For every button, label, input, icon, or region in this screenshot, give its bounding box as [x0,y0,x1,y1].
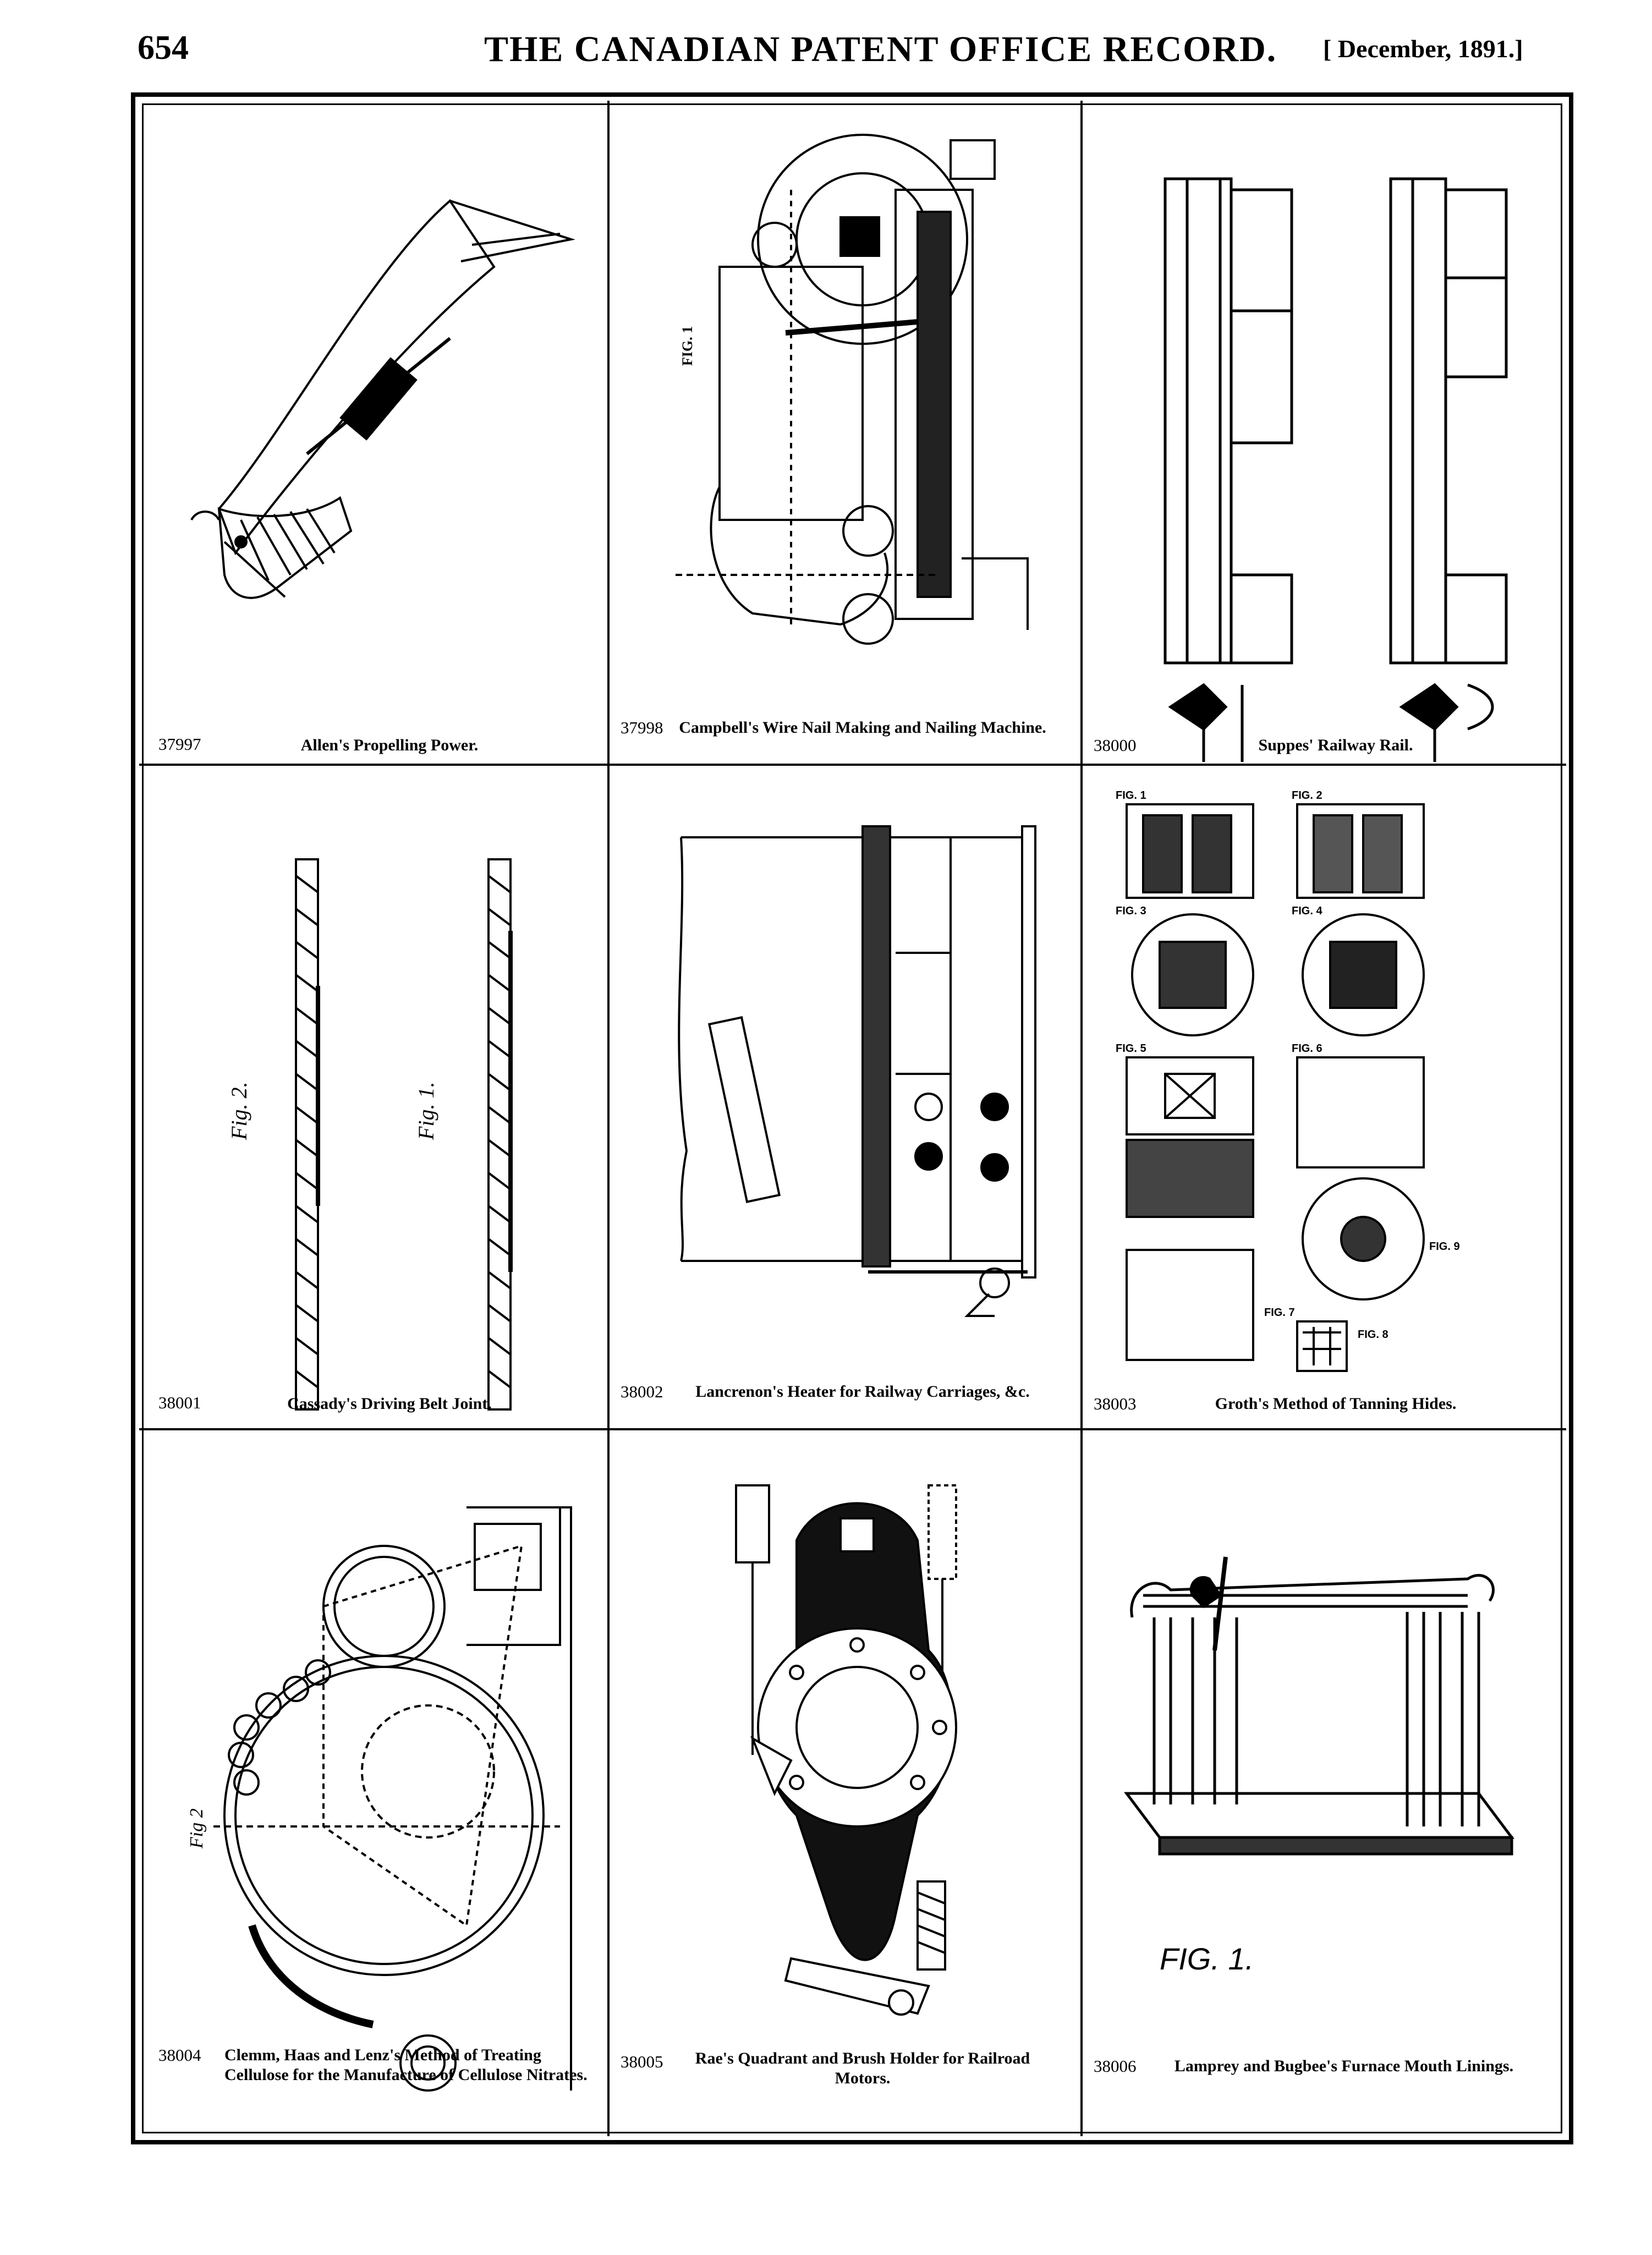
row-divider-2 [139,1428,1566,1430]
running-title: THE CANADIAN PATENT OFFICE RECORD. [484,29,1277,69]
page-header: 654 THE CANADIAN PATENT OFFICE RECORD. [… [0,0,1652,94]
patent-title: Rae's Quadrant and Brush Holder for Rail… [695,2049,1030,2087]
fig-label-groth-1: FIG. 1 [1116,789,1146,802]
fig-label-cassady-2: Fig. 2. [227,1082,251,1140]
patent-number: 37998 [621,718,663,737]
patent-title: Suppes' Railway Rail. [1258,736,1413,754]
drawing-propelling-power [190,199,575,599]
fig-label-groth-9: FIG. 9 [1429,1241,1460,1253]
column-divider-2 [1080,101,1083,2136]
patent-number: 38002 [621,1382,663,1401]
patent-cell-38003: FIG. 1 FIG. 2 FIG. 3 FIG. 4 FIG. 5 FIG. … [1083,766,1565,1428]
row-divider-1 [139,764,1566,766]
fig-label-groth-2: FIG. 2 [1292,789,1322,802]
drawing-brush-holder [735,1484,957,2016]
column-divider-1 [607,101,610,2136]
fig-label-cassady-1: Fig. 1. [414,1082,438,1140]
patent-cell-38000: 38000 Suppes' Railway Rail. [1083,102,1565,764]
patent-title: Campbell's Wire Nail Making and Nailing … [679,718,1046,737]
patent-cell-37998: FIG. 1 37998 Campbell's Wire Nail Making… [610,102,1080,764]
fig-label-groth-3: FIG. 3 [1116,905,1146,917]
patent-cell-38001: Fig. 2. Fig. 1. 38001 Cassady's Driving … [142,766,607,1428]
patent-number: 38006 [1094,2056,1137,2076]
drawing-railway-rail [1163,177,1508,762]
patent-cell-38006: FIG. 1. 38006 Lamprey and Bugbee's Furna… [1083,1430,1565,2136]
patent-title: Lamprey and Bugbee's Furnace Mouth Linin… [1174,2057,1514,2075]
drawing-cellulose-apparatus: Fig 2 [186,1506,572,2092]
patent-cell-38005: 38005 Rae's Quadrant and Brush Holder fo… [610,1430,1080,2136]
fig-label-campbell: FIG. 1 [679,326,695,366]
fig-label-groth-4: FIG. 4 [1292,905,1322,917]
patent-title: Lancrenon's Heater for Railway Carriages… [695,1382,1030,1401]
plate-inner-border [142,103,1562,2133]
patent-title: Clemm, Haas and Lenz's Method of Treatin… [224,2046,588,2084]
patent-cell-37997: 37997 Allen's Propelling Power. [142,102,607,764]
drawing-tanning-apparatus: FIG. 1 FIG. 2 FIG. 3 FIG. 4 FIG. 5 FIG. … [1116,789,1460,1372]
patent-number: 38000 [1094,736,1137,755]
patent-number: 38003 [1094,1394,1137,1413]
fig-label-lamprey: FIG. 1. [1160,1941,1254,1976]
drawing-belt-joint: Fig. 2. Fig. 1. [227,858,513,1411]
fig-label-groth-7: FIG. 7 [1264,1307,1295,1319]
drawing-furnace-lining: FIG. 1. [1124,1556,1514,1976]
patent-number: 38004 [158,2045,201,2065]
fig-label-groth-8: FIG. 8 [1358,1329,1388,1341]
patent-title: Cassady's Driving Belt Joint. [287,1395,492,1413]
patent-title: Groth's Method of Tanning Hides. [1215,1395,1457,1413]
fig-label-groth-5: FIG. 5 [1116,1043,1146,1055]
patent-number: 38005 [621,2052,663,2071]
patent-title: Allen's Propelling Power. [300,736,479,754]
drawing-nail-machine: FIG. 1 [676,134,1029,645]
patent-number: 38001 [158,1393,201,1412]
fig-label-groth-6: FIG. 6 [1292,1043,1322,1055]
page-date: [ December, 1891.] [1323,35,1523,63]
patent-cell-38004: Fig 2 38004 Clemm, Haas and Lenz's Metho… [142,1430,607,2136]
patent-number: 37997 [158,734,201,754]
patent-cell-38002: 38002 Lancrenon's Heater for Railway Car… [610,766,1080,1428]
page-number: 654 [138,29,189,67]
drawing-carriage-heater [678,825,1036,1317]
plate-frame [131,92,1573,2144]
fig-label-clemm: Fig 2 [186,1808,207,1849]
